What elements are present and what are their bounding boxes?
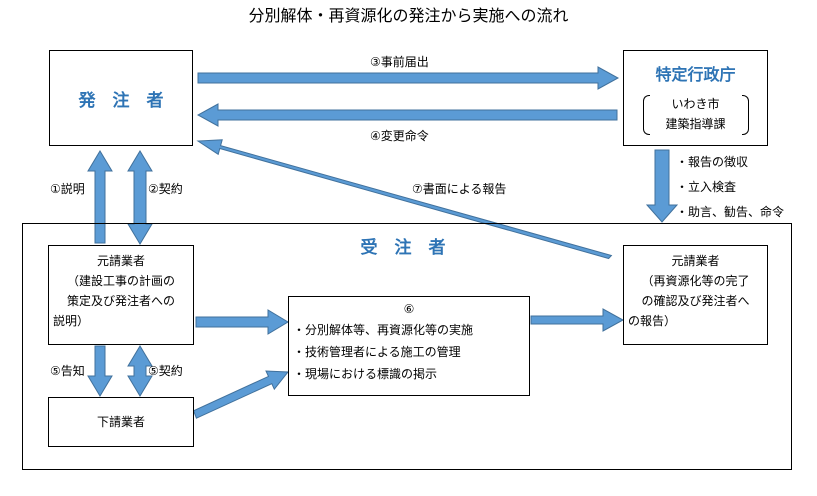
- arrow-explain: [87, 150, 113, 244]
- government-box: 特定行政庁 いわき市 建築指導課: [623, 50, 768, 146]
- label-change-order: ④変更命令: [370, 129, 429, 143]
- contractor-label: 受 注 者: [360, 238, 446, 258]
- prime-contractor-planning-box: 元請業者 （建設工事の計画の 策定及び発注者への 説明）: [48, 245, 194, 345]
- prime-right-line1: 元請業者: [671, 254, 720, 268]
- subcontractor-box: 下請業者: [48, 397, 194, 447]
- prime-contractor-completion-box: 元請業者 （再資源化等の完了 の確認及び発注者へ の報告）: [623, 245, 768, 345]
- arrow-prime-to-work: [195, 309, 289, 335]
- arrow-sub-to-work: [192, 370, 290, 419]
- duty-advice: ・助言、勧告、命令: [676, 205, 785, 219]
- label-notice: ③事前届出: [370, 55, 429, 69]
- label-sub-contract: ⑤契約: [148, 364, 183, 378]
- arrow-notice: [197, 66, 620, 90]
- work-item-3: ・現場における標識の掲示: [293, 367, 438, 381]
- government-label: 特定行政庁: [655, 65, 736, 84]
- duty-report: ・報告の徴収: [676, 155, 749, 169]
- work-number: ⑥: [403, 302, 415, 316]
- prime-left-line1: 元請業者: [96, 254, 145, 268]
- prime-left-line3: 策定及び発注者への: [66, 294, 175, 308]
- label-inform: ⑤告知: [50, 364, 85, 378]
- orderer-box: 発 注 者: [49, 50, 193, 146]
- arrow-work-to-prime: [530, 308, 625, 332]
- government-sub-line1: いわき市: [671, 97, 720, 111]
- work-item-1: ・分別解体等、再資源化等の実施: [293, 323, 474, 337]
- orderer-label: 発 注 者: [78, 90, 164, 111]
- government-sub-line2: 建築指導課: [665, 117, 726, 131]
- label-contract: ②契約: [148, 182, 183, 196]
- arrow-change-order: [196, 103, 618, 127]
- arrow-inform: [87, 345, 113, 397]
- prime-right-line4: の報告）: [628, 314, 677, 328]
- work-item-2: ・技術管理者による施工の管理: [293, 345, 461, 359]
- arrow-contract: [127, 150, 153, 245]
- arrow-written-report: [196, 139, 613, 260]
- label-explain: ①説明: [50, 182, 85, 196]
- subcontractor-label: 下請業者: [96, 415, 145, 429]
- prime-right-line3: の確認及び発注者へ: [641, 294, 750, 308]
- diagram-title: 分別解体・再資源化の発注から実施への流れ: [248, 6, 569, 25]
- prime-right-line2: （再資源化等の完了: [641, 274, 750, 288]
- arrow-government-down: [645, 149, 679, 223]
- prime-left-line4: 説明）: [53, 314, 90, 328]
- arrow-sub-contract: [127, 345, 153, 397]
- prime-left-line2: （建設工事の計画の: [66, 274, 175, 288]
- work-box: ⑥ ・分別解体等、再資源化等の実施 ・技術管理者による施工の管理 ・現場における…: [288, 296, 530, 396]
- duty-inspection: ・立入検査: [676, 180, 737, 194]
- government-bracket-left: [643, 95, 650, 135]
- label-written-report: ⑦書面による報告: [412, 182, 507, 196]
- contractor-area: [22, 223, 792, 470]
